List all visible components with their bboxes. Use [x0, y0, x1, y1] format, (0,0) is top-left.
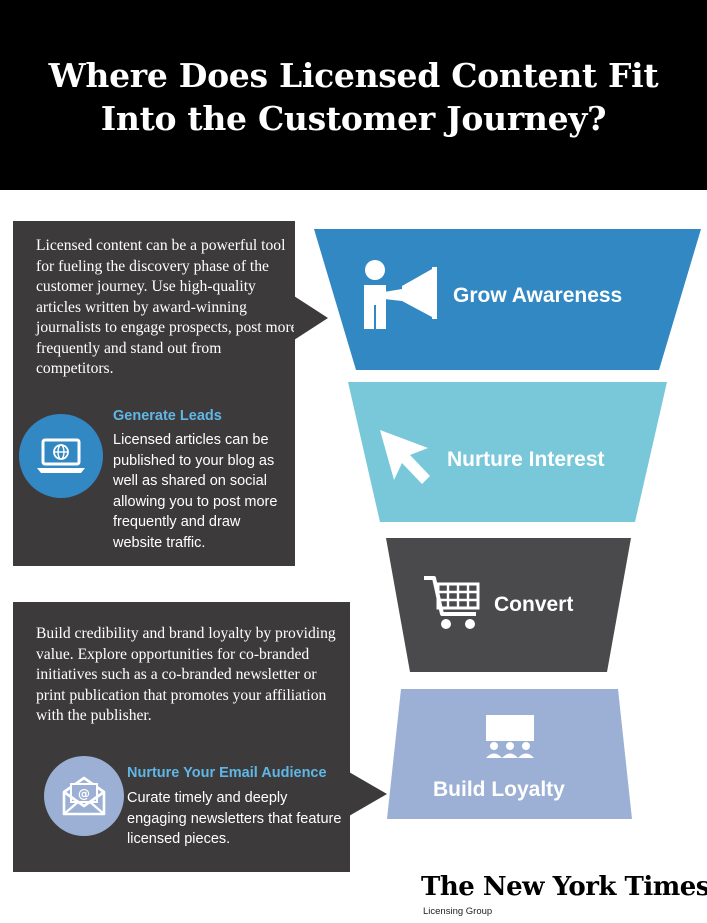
funnel-stage-4-label: Build Loyalty: [433, 778, 565, 801]
shopping-cart-icon: [424, 576, 480, 629]
presentation-audience-icon: [486, 715, 534, 758]
awareness-info-panel: Licensed content can be a powerful tool …: [13, 221, 298, 566]
loyalty-info-panel: Build credibility and brand loyalty by p…: [13, 602, 350, 872]
funnel-stage-3-shape: [386, 538, 631, 672]
awareness-intro-text: Licensed content can be a powerful tool …: [36, 237, 298, 377]
header-banner: Where Does Licensed Content Fit Into the…: [0, 0, 707, 190]
svg-text:@: @: [78, 787, 90, 801]
megaphone-person-icon: [364, 260, 437, 329]
funnel-stage-build-loyalty: Build Loyalty: [387, 689, 632, 819]
generate-leads-text: Licensed articles can be published to yo…: [113, 432, 278, 551]
cursor-arrow-icon: [380, 430, 430, 484]
funnel-stage-convert: Convert: [386, 538, 631, 672]
loyalty-intro-text: Build credibility and brand loyalty by p…: [36, 625, 336, 724]
email-audience-text: Curate timely and deeply engaging newsle…: [127, 790, 342, 847]
page-title-line-2: Into the Customer Journey?: [100, 99, 607, 138]
funnel-stage-2-shape: [348, 382, 667, 522]
funnel-stage-nurture-interest: Nurture Interest: [348, 382, 667, 522]
funnel-stage-1-shape: [314, 229, 701, 370]
generate-leads-title: Generate Leads: [113, 408, 222, 424]
funnel-stage-3-label: Convert: [494, 593, 574, 616]
page-title-line-1: Where Does Licensed Content Fit: [48, 56, 659, 95]
loyalty-pointer-arrow: [349, 772, 387, 816]
licensing-group-label: Licensing Group: [423, 906, 493, 917]
awareness-pointer-arrow: [294, 296, 328, 340]
funnel-stage-2-label: Nurture Interest: [447, 448, 605, 471]
funnel-stage-grow-awareness: Grow Awareness: [314, 229, 701, 370]
envelope-at-icon: @: [44, 756, 124, 836]
funnel-stage-1-label: Grow Awareness: [453, 284, 623, 307]
laptop-globe-icon: [19, 414, 103, 498]
page-title: Where Does Licensed Content Fit Into the…: [0, 54, 707, 140]
email-audience-title: Nurture Your Email Audience: [127, 765, 327, 781]
nyt-logo: The New York Times: [421, 872, 707, 902]
